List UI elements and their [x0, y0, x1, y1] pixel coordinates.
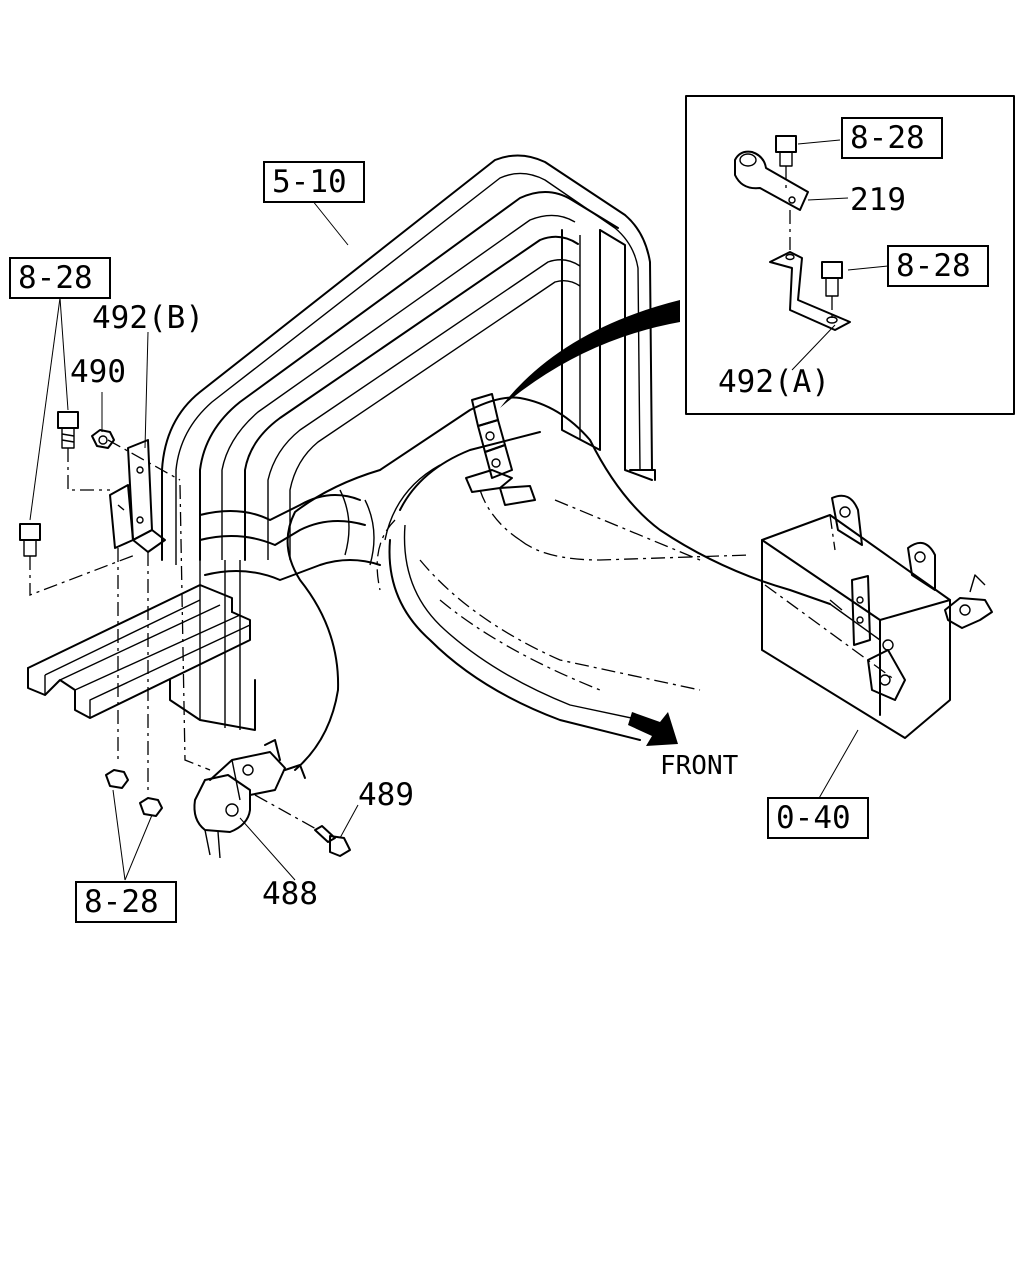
nut-icon [139, 797, 163, 817]
label-488: 488 [262, 876, 318, 912]
nut-icon [105, 769, 129, 789]
label-front: FRONT [660, 751, 739, 781]
control-box [761, 494, 993, 739]
nut-icon [91, 429, 115, 449]
ref-box-8-28-bottom [75, 881, 177, 923]
bolt-icon [821, 261, 843, 297]
frame-rail [27, 584, 251, 719]
bolt-icon [19, 523, 41, 557]
ref-box-8-28-inset-mid [887, 245, 989, 287]
ref-box-8-28-left [9, 257, 111, 299]
label-489: 489 [358, 777, 414, 813]
label-490: 490 [70, 354, 126, 390]
bolt-icon [314, 825, 351, 857]
label-492b: 492(B) [92, 300, 204, 336]
ref-box-0-40 [767, 797, 869, 839]
label-5-10: 5-10 [272, 164, 347, 200]
bracket-492b [109, 439, 166, 553]
clamp-219 [734, 150, 809, 211]
bolt-icon [57, 411, 79, 449]
label-8-28-inset-top: 8-28 [850, 120, 925, 156]
label-0-40: 0-40 [776, 800, 851, 836]
leader-lines [29, 139, 889, 881]
label-492a: 492(A) [718, 364, 830, 400]
arrow-right-down-icon [628, 712, 678, 746]
bolt-icon [775, 135, 797, 167]
inset-pointer [500, 300, 680, 408]
sender-cable [286, 396, 831, 771]
clamp-492a [465, 393, 536, 506]
fuel-tank [376, 431, 751, 741]
frame-arch [161, 154, 656, 731]
ref-box-5-10 [263, 161, 365, 203]
label-8-28-left: 8-28 [18, 260, 93, 296]
label-219: 219 [850, 182, 906, 218]
ref-box-8-28-inset-top [841, 117, 943, 159]
inset-frame [685, 95, 1015, 415]
label-8-28-bottom: 8-28 [84, 884, 159, 920]
label-8-28-inset-mid: 8-28 [896, 248, 971, 284]
fuel-sender-488 [193, 739, 306, 859]
